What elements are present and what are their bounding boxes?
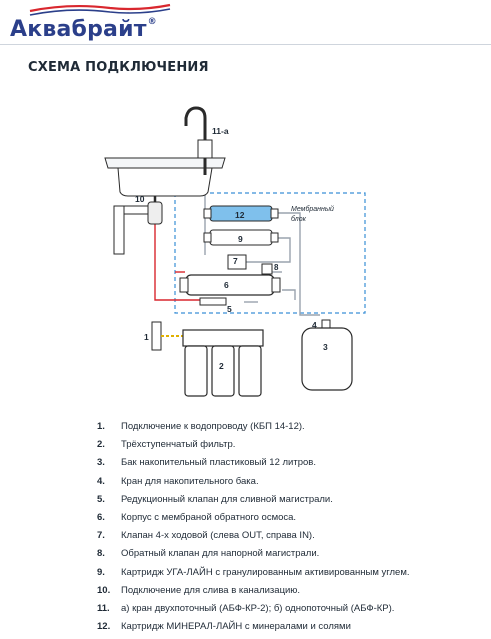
legend-item: 12.Картридж МИНЕРАЛ-ЛАЙН с минералами и … [97,621,351,633]
label-12: 12 [235,210,245,220]
faucet [184,106,213,175]
label-11: 11-а [212,126,229,136]
brand-name: Аквабрайт® [10,17,157,42]
label-7: 7 [233,256,238,266]
check-valve [261,263,273,275]
label-1: 1 [144,332,149,342]
cartridge-12 [203,205,279,222]
legend-item: 4.Кран для накопительного бака. [97,475,259,487]
legend-item: 3.Бак накопительный пластиковый 12 литро… [97,457,316,469]
membrane-block-label-line2: блок [291,215,307,223]
legend-item: 8.Обратный клапан для напорной магистрал… [97,548,320,560]
connection-diagram: 10 11-а 12 Мембранный блок 9 7 8 6 5 [104,106,366,397]
label-10: 10 [135,194,145,204]
legend-item: 5.Редукционный клапан для сливной магист… [97,493,333,505]
brand-logo: Аквабрайт® [10,2,190,44]
label-9: 9 [238,234,243,244]
sink [104,157,226,212]
logo-waves-icon [29,3,171,16]
three-stage-filter [182,329,264,397]
legend-item: 2.Трёхступенчатый фильтр. [97,439,236,451]
cartridge-9 [203,229,279,246]
drain-connection [113,201,163,255]
label-2: 2 [219,361,224,371]
legend-item: 10.Подключение для слива в канализацию. [97,584,301,596]
section-title: СХЕМА ПОДКЛЮЧЕНИЯ [28,60,209,75]
reduction-valve [199,297,227,306]
membrane-housing [179,274,281,296]
label-3: 3 [323,342,328,352]
legend-item: 6.Корпус с мембраной обратного осмоса. [97,511,297,523]
label-4: 4 [312,320,317,330]
label-5: 5 [227,304,232,314]
label-6: 6 [224,280,229,290]
header: Аквабрайт® [0,0,491,46]
water-supply-connection [151,321,185,351]
tank-tap [321,319,331,329]
legend: 1.Подключение к водопроводу (КБП 14-12).… [97,421,487,639]
membrane-block-frame [174,192,366,314]
legend-item: 1.Подключение к водопроводу (КБП 14-12). [97,421,305,432]
header-divider [0,44,491,45]
membrane-block-label-line1: Мембранный [291,205,334,213]
label-8: 8 [274,263,279,272]
legend-item: 7.Клапан 4-х ходовой (слева OUT, справа … [97,530,315,542]
legend-item: 9.Картридж УГА-ЛАЙН с гранулированным ак… [97,566,410,578]
legend-item: 11.а) кран двухпоточный (АБФ-КР-2); б) о… [97,602,395,614]
storage-tank [301,327,353,391]
four-way-valve [227,254,247,270]
